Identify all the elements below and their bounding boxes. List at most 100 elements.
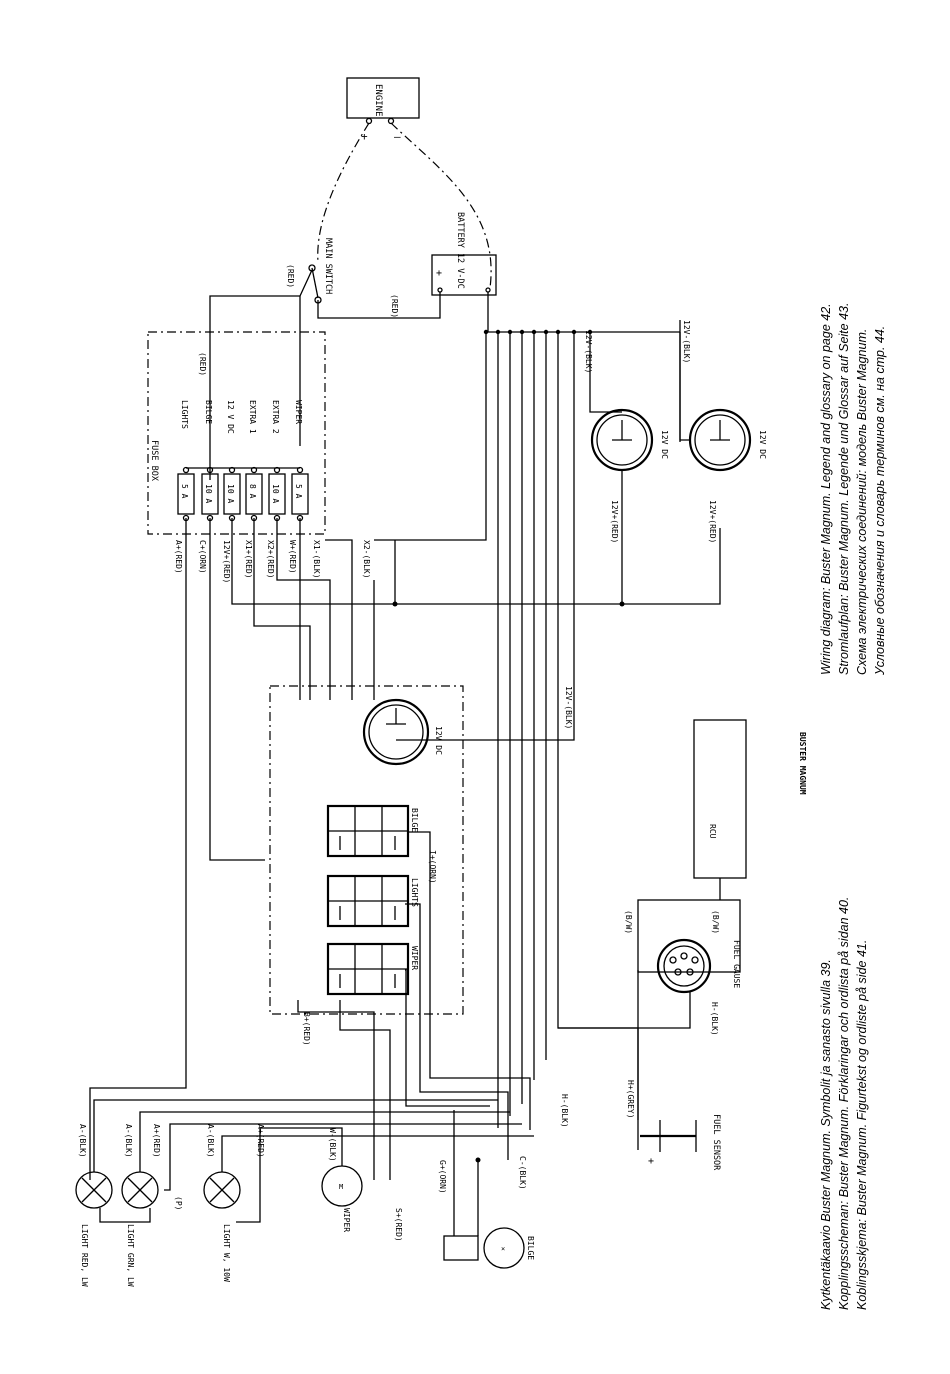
engine-minus: – xyxy=(394,130,401,143)
fuse-wire-6: W+(RED) xyxy=(288,540,297,574)
caption-left-1: Kytkentäkaavio Buster Magnum. Symbolit j… xyxy=(819,959,833,1310)
rcu-label: RCU xyxy=(708,824,717,839)
bilge-pump-label: BILGE xyxy=(526,1236,535,1260)
fuse-box-red: (RED) xyxy=(198,352,207,376)
switch-label-3: WIPER xyxy=(410,946,419,970)
rocker-switch-wiper: WIPER xyxy=(326,942,419,996)
fuse-box: FUSE BOX (RED) xyxy=(147,331,326,535)
engine-label: ENGINE xyxy=(373,84,383,117)
fuel-sensor: + FUEL SENSOR xyxy=(640,1114,721,1171)
fuse-box-label: FUSE BOX xyxy=(149,440,159,482)
wire-label-red-main: (RED) xyxy=(390,294,399,318)
light-red-label: LIGHT RED, LW xyxy=(80,1224,89,1287)
svg-text:M: M xyxy=(339,1183,343,1191)
wire-label-b-red: B+(RED) xyxy=(302,1012,311,1046)
fuel-gauge-hblk: H-(BLK) xyxy=(710,1002,719,1036)
wire-label-p: (P) xyxy=(174,1196,183,1210)
fuse-label-4: EXTRA 1 xyxy=(248,400,257,434)
fuse-wire-5: X2+(RED) xyxy=(266,540,275,579)
socket-1-dc: 12V DC xyxy=(660,430,669,459)
wire-label-a-blk2: A-(BLK) xyxy=(124,1124,133,1158)
engine-plus: + xyxy=(361,130,368,143)
fuse-4 xyxy=(245,473,263,515)
battery-label: BATTERY 12 V-DC xyxy=(455,212,465,289)
wire-label-g-orn: G+(ORN) xyxy=(438,1160,447,1194)
light-w-label: LIGHT W, 10W xyxy=(222,1224,231,1282)
rocker-switch-bilge: BILGE xyxy=(326,804,419,858)
switch-label-1: BILGE xyxy=(410,808,419,832)
captions-left: Kytkentäkaavio Buster Magnum. Symbolit j… xyxy=(819,897,869,1310)
wire-label-a-red1: A+(RED) xyxy=(152,1124,161,1158)
socket-1-neg: 12V-(BLK) xyxy=(584,330,593,373)
fuse-wire-4: X1+(RED) xyxy=(244,540,253,579)
rcu: RCU xyxy=(693,719,747,879)
fuel-gauge-label: FUEL GAUSE xyxy=(732,940,741,988)
battery-plus: + xyxy=(436,268,442,279)
wire-label-h-blk: H-(BLK) xyxy=(560,1094,569,1128)
light-red: LIGHT RED, LW xyxy=(75,1171,113,1287)
rocker-switch-lights: LIGHTS xyxy=(326,874,419,928)
socket-12v-2: 12V DC 12V+(RED) xyxy=(688,408,767,543)
caption-right-1: Wiring diagram: Buster Magnum. Legend an… xyxy=(819,303,833,675)
fuse-wire-2: C+(ORN) xyxy=(198,540,207,574)
light-grn: LIGHT GRN, LW xyxy=(121,1171,159,1287)
svg-text:×: × xyxy=(501,1245,505,1253)
switch-label-2: LIGHTS xyxy=(410,878,419,907)
fuse-6 xyxy=(291,473,309,515)
fuel-gauge-bw1: (B/W) xyxy=(624,910,633,934)
socket-2-neg: 12V-(BLK) xyxy=(682,320,691,363)
caption-right-3: Схема электрических соединений: модель B… xyxy=(855,329,869,675)
wire-label-a-blk3: A-(BLK) xyxy=(206,1124,215,1158)
fuse-rating-6: 5 A xyxy=(294,484,303,499)
caption-right-2: Stromlaufplan: Buster Magnum. Legende un… xyxy=(837,303,851,675)
switch-panel: BILGE LIGHTS WIPER xyxy=(326,804,419,996)
fuse-5 xyxy=(268,473,286,515)
caption-right-4: Условные обозначения и словарь терминов … xyxy=(873,326,887,676)
wiper-motor-label: WIPER xyxy=(342,1208,351,1232)
caption-left-2: Kopplingsscheman: Buster Magnum. Förklar… xyxy=(837,897,851,1310)
fuel-gauge-bw2: (B/W) xyxy=(711,910,720,934)
fuse-label-3: 12 V DC xyxy=(226,400,235,434)
fuse-wire-8: X2-(BLK) xyxy=(362,540,371,579)
wire-label-a-red2: A+(RED) xyxy=(256,1124,265,1158)
wire-label-h-grey: H+(GREY) xyxy=(626,1080,635,1119)
fuse-rating-2: 10 A xyxy=(204,484,213,503)
wiper-motor: M WIPER xyxy=(321,1165,363,1232)
fuse-label-6: WIPER xyxy=(294,400,303,424)
dash-socket-neg: 12V-(BLK) xyxy=(564,686,573,729)
fuel-sensor-label: FUEL SENSOR xyxy=(711,1114,721,1171)
battery: BATTERY 12 V-DC + xyxy=(431,212,497,296)
light-grn-label: LIGHT GRN, LW xyxy=(126,1224,135,1287)
fuse-wire-1: A+(RED) xyxy=(174,540,183,574)
fuse-label-2: BILGE xyxy=(204,400,213,424)
wire-label-a-blk1: A-(BLK) xyxy=(78,1124,87,1158)
model-title: BUSTER MAGNUM xyxy=(798,732,807,795)
fuse-3 xyxy=(223,473,241,515)
fuse-rating-3: 10 A xyxy=(226,484,235,503)
wire-label-w-blk: W-(BLK) xyxy=(328,1128,337,1162)
main-switch-label: MAIN SWITCH xyxy=(323,238,333,294)
fuse-2 xyxy=(201,473,219,515)
socket-12v-1: 12V DC 12V+(RED) xyxy=(590,408,669,543)
main-switch: MAIN SWITCH xyxy=(308,238,333,304)
engine-block: ENGINE + – xyxy=(346,77,420,143)
fuse-rating-4: 8 A xyxy=(248,484,257,499)
fuse-rating-5: 10 A xyxy=(271,484,280,503)
captions-right: Wiring diagram: Buster Magnum. Legend an… xyxy=(819,303,887,676)
dashboard: 12V DC 12V-(BLK) xyxy=(269,685,573,1015)
fuse-1 xyxy=(177,473,195,515)
wire-label-i-orn: I+(ORN) xyxy=(428,850,437,884)
socket-1-pos: 12V+(RED) xyxy=(610,500,619,543)
light-w: LIGHT W, 10W xyxy=(203,1171,241,1282)
bilge-pump: × BILGE xyxy=(443,1227,535,1269)
fuel-sensor-plus: + xyxy=(648,1156,654,1167)
fuse-column: 5 A LIGHTS 10 A BILGE 10 A 12 V DC 8 A EXTRA 1 1… xyxy=(174,400,371,583)
wire-label-c-blk: C-(BLK) xyxy=(518,1156,527,1190)
fuse-label-1: LIGHTS xyxy=(180,400,189,429)
fuse-wire-3: 12V+(RED) xyxy=(222,540,231,583)
socket-2-dc: 12V DC xyxy=(758,430,767,459)
socket-2-pos: 12V+(RED) xyxy=(708,500,717,543)
wire-label-red-top: (RED) xyxy=(286,264,295,288)
wire-label-s-red: S+(RED) xyxy=(394,1208,403,1242)
